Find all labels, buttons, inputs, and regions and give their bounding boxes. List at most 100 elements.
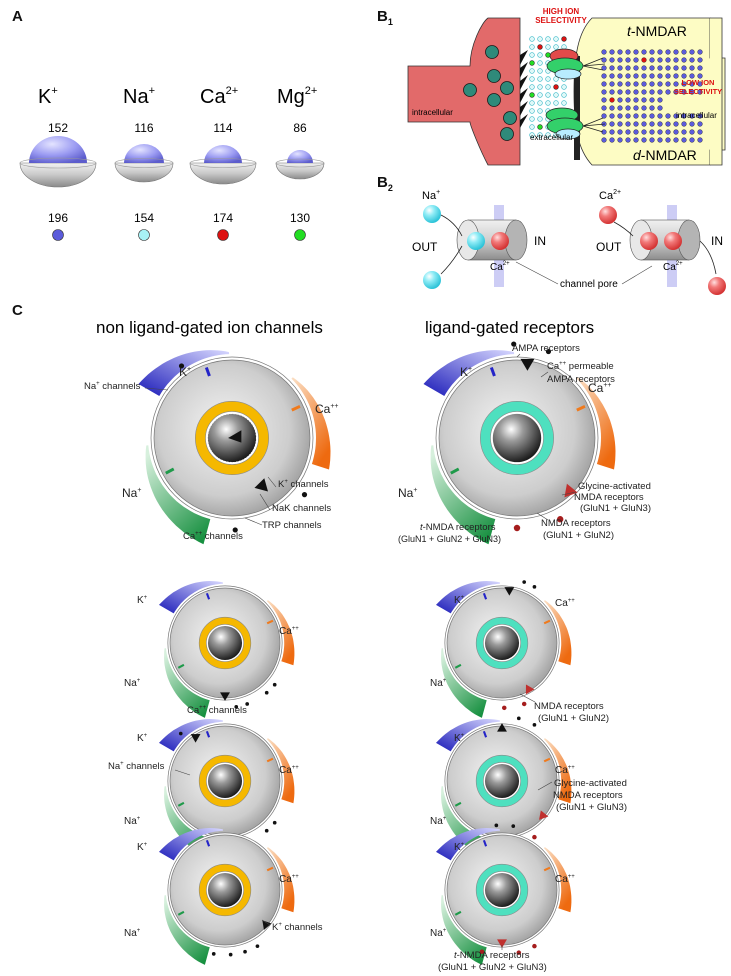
svg-text:Na+: Na+: [430, 928, 447, 939]
label-gly-small-3: (GluN1 + GluN3): [556, 802, 627, 813]
k-selectivity-arc: [159, 828, 223, 861]
ion-dot-mg: [294, 229, 306, 241]
ion-bottom-value-k: 196: [48, 211, 68, 225]
svg-text:K+: K+: [137, 595, 148, 606]
ion-top-value-ca: 114: [213, 121, 232, 135]
na-selectivity-arc: [441, 895, 487, 965]
label-tnmda-small-2: (GluN1 + GluN2 + GluN3): [438, 962, 547, 973]
panel-label-b2: B2: [377, 174, 393, 193]
right-column-title: ligand-gated receptors: [425, 318, 594, 337]
label-tnmda-1: t-NMDA receptors: [420, 522, 496, 533]
ion-bottom-value-na: 154: [134, 211, 154, 225]
label-ca-channels-big: Ca++ channels: [183, 531, 243, 542]
disc-small-right-1: [436, 580, 572, 718]
panel-label-b1: B1: [377, 8, 393, 27]
b2-in-left: IN: [534, 234, 546, 248]
label-tnmda-small-1: t-NMDA receptors: [454, 950, 530, 961]
svg-text:K+: K+: [137, 733, 148, 744]
hydrated-ion-na: [114, 144, 174, 183]
ion-top-value-k: 152: [48, 121, 68, 135]
ion-bottom-value-ca: 174: [213, 211, 233, 225]
svg-text:K+: K+: [454, 595, 465, 606]
ion-name-ca: Ca2+: [200, 85, 238, 108]
k-selectivity-arc: [159, 719, 223, 752]
na-selectivity-arc: [441, 786, 487, 856]
pore-sphere: [207, 625, 243, 661]
svg-text:Ca++: Ca++: [279, 874, 299, 885]
label-gly-2: NMDA receptors: [574, 492, 644, 503]
svg-text:Ca++: Ca++: [555, 874, 575, 885]
big-right-labels: K+ Ca++ Na+ AMPA receptors Ca++ permeabl…: [398, 343, 651, 544]
label-nmda-small-1: NMDA receptors: [534, 701, 604, 712]
label-trp-channels: TRP channels: [262, 520, 322, 531]
ion-dot-na: [138, 229, 150, 241]
low-selectivity-label-1: LOW ION: [682, 78, 715, 87]
pore-sphere: [484, 625, 520, 661]
active-zone: [520, 50, 528, 128]
left-column-title: non ligand-gated ion channels: [96, 318, 323, 337]
ion-top-value-mg: 86: [293, 121, 307, 135]
ca-selectivity-arc: [266, 600, 295, 666]
ion-name-mg: Mg2+: [277, 85, 317, 108]
b2-in-right: IN: [711, 234, 723, 248]
svg-text:Na+: Na+: [124, 816, 141, 827]
label-nmda-1: NMDA receptors: [541, 518, 611, 529]
high-selectivity-label-2: SELECTIVITY: [535, 16, 587, 25]
pore-sphere: [484, 872, 520, 908]
k-selectivity-arc: [436, 581, 500, 614]
svg-text:Ca++: Ca++: [279, 765, 299, 776]
svg-text:Ca++: Ca++: [555, 765, 575, 776]
b2-channel-pore-label: channel pore: [560, 279, 618, 290]
label-ca-channels-small: Ca++ channels: [187, 705, 247, 716]
ca-selectivity-arc: [543, 738, 572, 804]
small-left-labels: K+ Ca++ Na+ Ca++ channels K+ Ca++ Na+ Na…: [108, 595, 323, 939]
low-selectivity-label-2: SELECTIVITY: [674, 87, 722, 96]
arc-na-label-big-left: Na+: [122, 486, 141, 500]
label-na-channels: Na+ channels: [84, 381, 141, 392]
ca-selectivity-arc: [543, 600, 572, 666]
b2-ca-ball-exit: [708, 277, 726, 295]
na-selectivity-arc: [164, 648, 210, 718]
svg-text:Na+: Na+: [430, 816, 447, 827]
label-k-channels-small: K+ channels: [272, 922, 323, 933]
label-nmda-2: (GluN1 + GluN2): [543, 530, 614, 541]
svg-text:K+: K+: [454, 842, 465, 853]
hydrated-ion-mg: [275, 150, 325, 180]
arc-ca-label-big-left: Ca++: [315, 402, 339, 416]
label-gly-3: (GluN1 + GluN3): [580, 503, 651, 514]
disc-big-right: [423, 341, 616, 545]
ca-selectivity-arc: [576, 377, 616, 470]
intracellular-label-left: intracellular: [412, 108, 453, 117]
svg-text:Na+: Na+: [124, 928, 141, 939]
label-na-channels-small: Na+ channels: [108, 761, 165, 772]
extracellular-label: extracellular: [530, 133, 573, 142]
disc-big-left: [138, 350, 331, 545]
label-gly-small-2: NMDA receptors: [553, 790, 623, 801]
b2-na-ball-top: [423, 205, 441, 223]
ion-dot-k: [52, 229, 64, 241]
ca-selectivity-arc: [291, 377, 331, 470]
disc-small-left-3: [159, 828, 295, 965]
b2-ca-label: Ca2+: [599, 189, 621, 202]
arc-k-label-big-left: K+: [179, 365, 191, 379]
synaptic-vesicles: [463, 45, 517, 141]
svg-text:K+: K+: [137, 842, 148, 853]
arc-ca-label-big-right: Ca++: [588, 381, 612, 395]
ca-selectivity-arc: [266, 738, 295, 804]
panel-label-c: C: [12, 302, 23, 319]
ion-name-na: Na+: [123, 85, 155, 108]
na-selectivity-arc: [164, 895, 210, 965]
label-ca-permeable-2: AMPA receptors: [547, 374, 615, 385]
label-k-channels: K+ channels: [278, 479, 329, 490]
label-nak-channels: NaK channels: [272, 503, 331, 514]
t-nmdar-label: t-NMDAR: [627, 23, 687, 39]
label-tnmda-2: (GluN1 + GluN2 + GluN3): [398, 534, 501, 544]
na-selectivity-arc: [164, 786, 210, 856]
svg-text:Ca++: Ca++: [279, 626, 299, 637]
b2-ca-inside-left: Ca2+: [490, 261, 510, 273]
disc-small-right-2: [436, 716, 572, 856]
disc-small-left-2: [159, 719, 295, 856]
intracellular-label-right: intracellular: [676, 111, 717, 120]
k-selectivity-arc: [436, 828, 500, 861]
